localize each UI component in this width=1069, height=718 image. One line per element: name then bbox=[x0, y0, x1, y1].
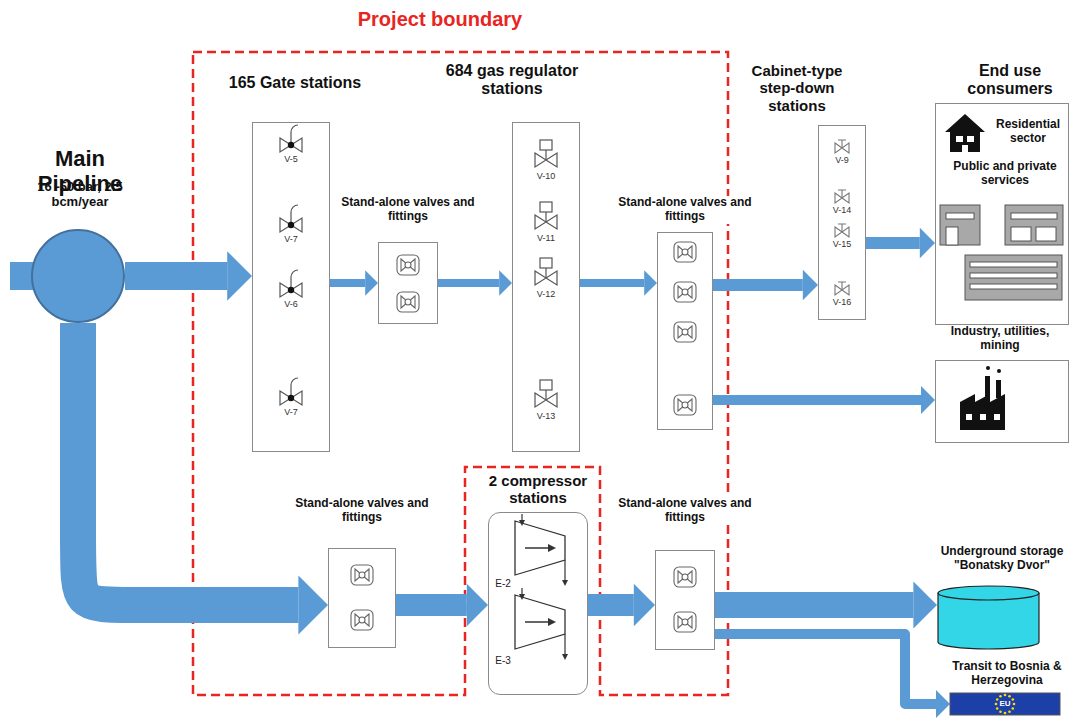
station-node: Stand-alone valves and fittings bbox=[336, 192, 480, 327]
storage-cylinder bbox=[937, 585, 1040, 650]
pipeline-node bbox=[31, 229, 125, 323]
station-node: Cabinet-type step-down stations bbox=[736, 58, 872, 320]
station-label: Industry, utilities, mining bbox=[935, 325, 1065, 353]
house-icon bbox=[945, 114, 985, 152]
valve-tag: V-11 bbox=[526, 234, 566, 243]
valve-tag: V-12 bbox=[526, 290, 566, 299]
station-label: Stand-alone valves and fittings bbox=[338, 196, 478, 224]
station-node: Stand-alone valves and fittings bbox=[613, 493, 757, 652]
station-box bbox=[252, 122, 330, 452]
gas-flow-arrow bbox=[580, 270, 657, 296]
station-node: End use consumersResidential sectorPubli… bbox=[935, 58, 1069, 326]
station-label: Underground storage "Bonatsky Dvor" bbox=[937, 545, 1067, 573]
station-node: Industry, utilities, mining bbox=[933, 323, 1069, 444]
valve-tag: V-9 bbox=[822, 156, 862, 165]
station-box bbox=[378, 242, 438, 324]
station-label: 684 gas regulator stations bbox=[430, 62, 594, 99]
gas-flow-arrow bbox=[715, 634, 950, 718]
gas-flow-arrow bbox=[78, 323, 328, 635]
valve-tag: V-5 bbox=[271, 155, 311, 164]
station-node: 165 Gate stations bbox=[210, 70, 380, 455]
station-node: Main Pipeline16 -50 bar, 2.5 bcm/year bbox=[5, 140, 155, 325]
station-label: 2 compressor stations bbox=[478, 472, 598, 507]
station-node: Stand-alone valves and fittings bbox=[290, 493, 436, 650]
valve-tag: E-2 bbox=[483, 579, 523, 589]
gas-flow-arrow bbox=[713, 270, 818, 300]
gas-flow-arrow bbox=[330, 270, 378, 296]
valve-tag: V-7 bbox=[271, 235, 311, 244]
valve-tag: V-13 bbox=[526, 412, 566, 421]
valve-tag: V-10 bbox=[526, 172, 566, 181]
station-label: Stand-alone valves and fittings bbox=[615, 497, 755, 525]
station-box bbox=[488, 512, 588, 695]
diagram-title: Project boundary bbox=[240, 8, 640, 31]
station-label: Cabinet-type step-down stations bbox=[738, 62, 856, 114]
station-label: Residential sector bbox=[990, 118, 1066, 146]
valve-tag: V-14 bbox=[822, 206, 862, 215]
station-label: 16 -50 bar, 2.5 bcm/year bbox=[20, 180, 140, 210]
gas-flow-arrow bbox=[866, 228, 935, 258]
station-box bbox=[655, 550, 715, 650]
gas-flow-arrow bbox=[438, 270, 512, 296]
valve-tag: V-16 bbox=[822, 298, 862, 307]
gas-flow-arrow bbox=[396, 584, 488, 626]
valve-tag: V-15 bbox=[822, 240, 862, 249]
station-box bbox=[818, 125, 866, 320]
gas-flow-arrow bbox=[588, 584, 655, 626]
valve-tag: V-7 bbox=[271, 408, 311, 417]
station-label: Stand-alone valves and fittings bbox=[615, 196, 755, 224]
valve-tag: V-6 bbox=[271, 300, 311, 309]
station-label: Public and private services bbox=[945, 160, 1065, 188]
building-icons bbox=[940, 205, 1063, 300]
station-node: Underground storage "Bonatsky Dvor" bbox=[935, 543, 1069, 651]
station-box bbox=[328, 548, 396, 648]
station-node: 2 compressor stations bbox=[476, 468, 600, 696]
factory-icon bbox=[960, 366, 1005, 430]
station-node: 684 gas regulator stations bbox=[428, 58, 594, 454]
valve-tag: E-3 bbox=[483, 656, 523, 666]
gate-valves bbox=[280, 125, 302, 405]
station-node: Stand-alone valves and fittings bbox=[613, 192, 757, 432]
station-box bbox=[935, 360, 1069, 443]
compressor-symbols bbox=[515, 514, 568, 660]
gas-flow-arrow bbox=[715, 581, 937, 628]
station-label: Stand-alone valves and fittings bbox=[292, 497, 432, 525]
station-box bbox=[657, 232, 713, 430]
fitting-symbols bbox=[351, 242, 696, 632]
valve-tag: EU bbox=[985, 700, 1025, 708]
station-label: 165 Gate stations bbox=[210, 74, 380, 92]
gas-flow-arrow bbox=[125, 251, 252, 301]
station-label: Transit to Bosnia & Herzegovina bbox=[945, 660, 1069, 688]
station-box bbox=[935, 103, 1069, 325]
station-label: End use consumers bbox=[955, 62, 1065, 99]
gas-flow-arrow bbox=[713, 386, 935, 414]
